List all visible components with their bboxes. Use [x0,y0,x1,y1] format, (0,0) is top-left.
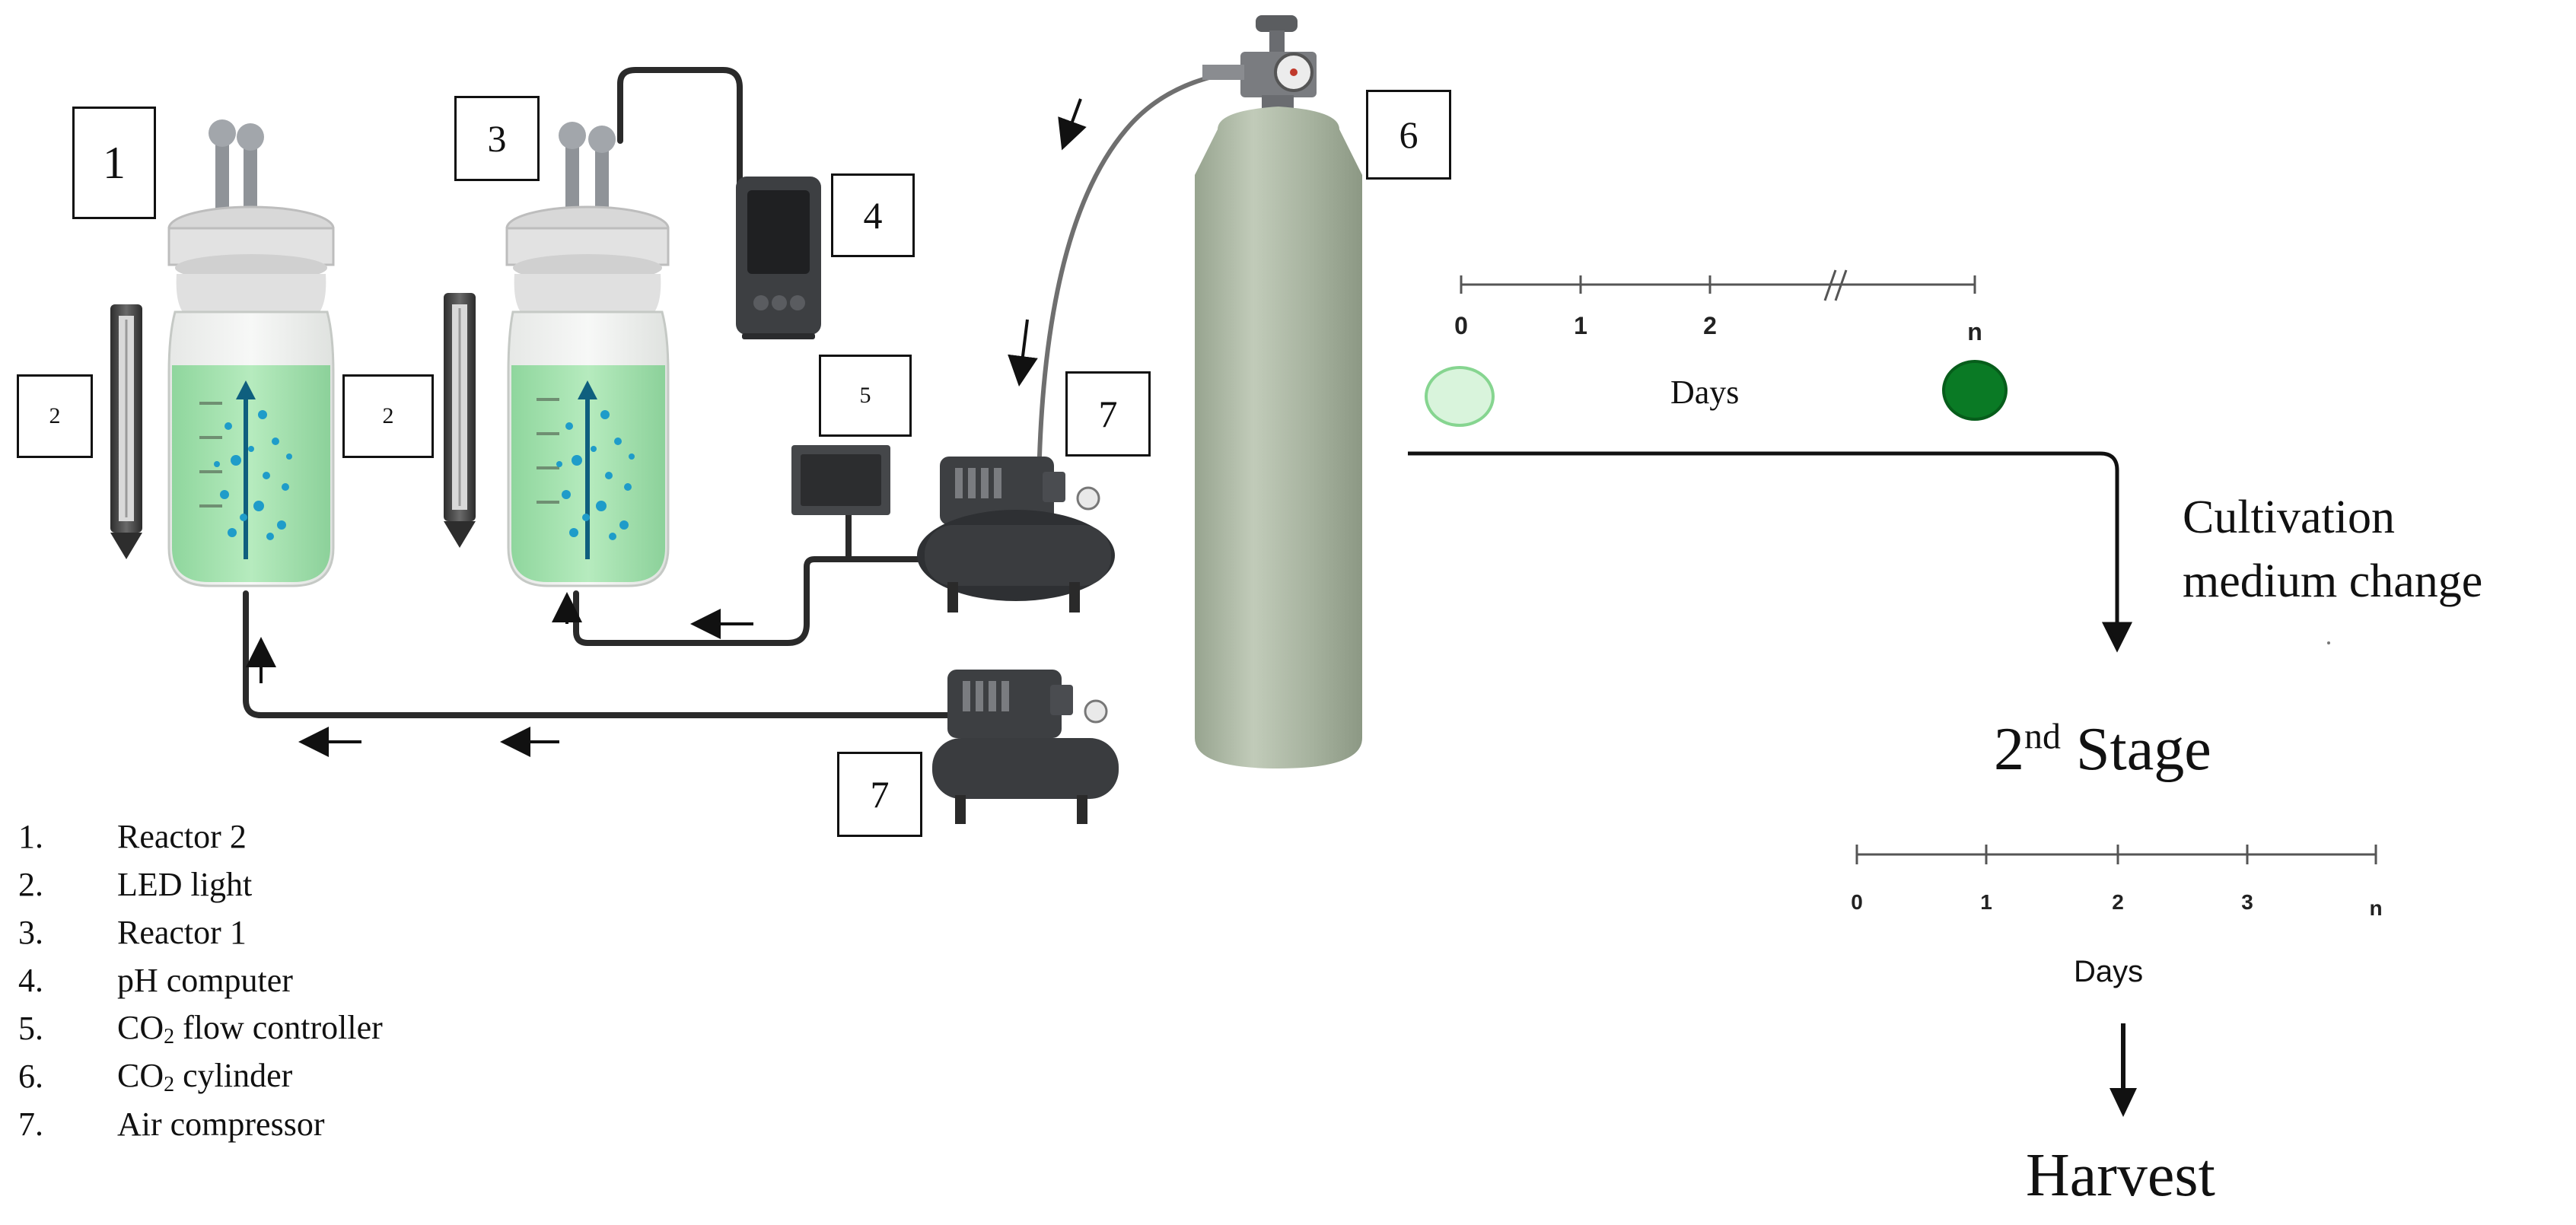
harvest-label: Harvest [2026,1142,2215,1209]
air-compressor-lower [932,670,1119,824]
stage-2-number: 2 [1994,716,2024,783]
medium-change-line-1: Cultivation [2183,492,2395,543]
legend-co2-subscript: 2 [164,1072,175,1096]
legend-item-number: 2. [18,866,43,903]
label-box-5: 5 [819,355,912,437]
air-compressor-upper [917,457,1115,612]
legend-item-label: Reactor 2 [117,818,247,855]
legend-item-label: pH computer [117,962,293,999]
timeline1-days-label: Days [1670,374,1740,411]
legend-co2-subscript: 2 [164,1024,175,1048]
label-box-5-text: 5 [859,383,871,408]
label-box-2-right-text: 2 [382,403,394,428]
label-box-1: 1 [72,107,156,219]
label-box-6: 6 [1366,90,1451,180]
ph-computer-device [736,177,821,339]
co2-flow-controller-device [791,445,890,515]
legend-item: 1. Reactor 2 [18,813,383,861]
legend-item-label: Air compressor [117,1106,325,1143]
legend-item: 3. Reactor 1 [18,908,383,956]
medium-change-text: Cultivation medium change [2183,485,2482,613]
flow-arrows [246,98,1087,757]
legend-item-label: CO2 flow controller [117,1008,383,1049]
medium-change-line-2: medium change [2183,555,2483,607]
label-box-7-upper: 7 [1065,371,1151,457]
label-box-2-left-text: 2 [49,403,61,428]
legend-item-number: 1. [18,818,43,855]
label-box-6-text: 6 [1399,113,1419,156]
timeline2-tick-label: 0 [1851,890,1863,914]
label-box-4-text: 4 [863,194,883,237]
label-box-7-upper-text: 7 [1098,393,1118,435]
component-legend: 1. Reactor 2 2. LED light 3. Reactor 1 4. pH… [18,813,383,1148]
stage-2-ordinal: nd [2024,716,2061,757]
reactor-left [167,119,335,587]
legend-item: 7. Air compressor [18,1100,383,1148]
label-box-7-lower-text: 7 [870,773,890,816]
led-light-left [110,304,142,559]
label-box-1-text: 1 [103,137,126,188]
reactor-right [505,122,670,587]
legend-item: 6. CO2 cylinder [18,1052,383,1100]
label-box-7-lower: 7 [837,752,922,837]
led-light-right [444,293,476,548]
timeline-1 [1460,269,1976,301]
label-box-2-left: 2 [17,374,93,458]
legend-item: 2. LED light [18,861,383,908]
legend-item: 5. CO2 flow controller [18,1004,383,1052]
legend-item-number: 6. [18,1058,43,1095]
timeline2-days-label: Days [2074,955,2144,988]
legend-co2-text: CO [117,1056,164,1094]
timeline1-tick-label: 1 [1574,312,1587,339]
legend-item-label: CO2 cylinder [117,1056,292,1097]
harvest-arrow [2110,1023,2137,1117]
start-culture-dot [1425,366,1495,427]
timeline2-tick-label: 3 [2241,890,2253,914]
timeline2-tick-label: 1 [1980,890,1992,914]
timeline1-tick-label: n [1967,318,1982,345]
timeline1-tick-label: 0 [1454,312,1468,339]
stray-dot [2327,641,2330,644]
legend-item-number: 4. [18,962,43,999]
timeline-2 [1855,845,2377,864]
timeline2-tick-label: n [2369,896,2383,920]
legend-item-label: Reactor 1 [117,914,247,951]
legend-co2-text: CO [117,1008,164,1046]
label-box-3: 3 [454,96,540,181]
legend-item-suffix: cylinder [174,1056,293,1094]
timeline2-tick-label: 2 [2112,890,2124,914]
label-box-4: 4 [831,173,915,257]
co2-cylinder-device [1195,15,1362,768]
label-box-2-right: 2 [342,374,434,458]
legend-item-label: LED light [117,866,253,903]
process-path [1408,451,2133,653]
label-box-3-text: 3 [487,117,507,160]
legend-item-number: 7. [18,1106,43,1143]
legend-item: 4. pH computer [18,956,383,1004]
stage-2-heading: 2nd Stage [1994,715,2211,784]
legend-item-number: 5. [18,1010,43,1047]
end-culture-dot [1942,360,2008,421]
tubing [243,67,1235,718]
timeline1-tick-label: 2 [1703,312,1717,339]
legend-item-number: 3. [18,914,43,951]
stage-2-word: Stage [2061,716,2211,783]
legend-item-suffix: flow controller [174,1008,383,1046]
